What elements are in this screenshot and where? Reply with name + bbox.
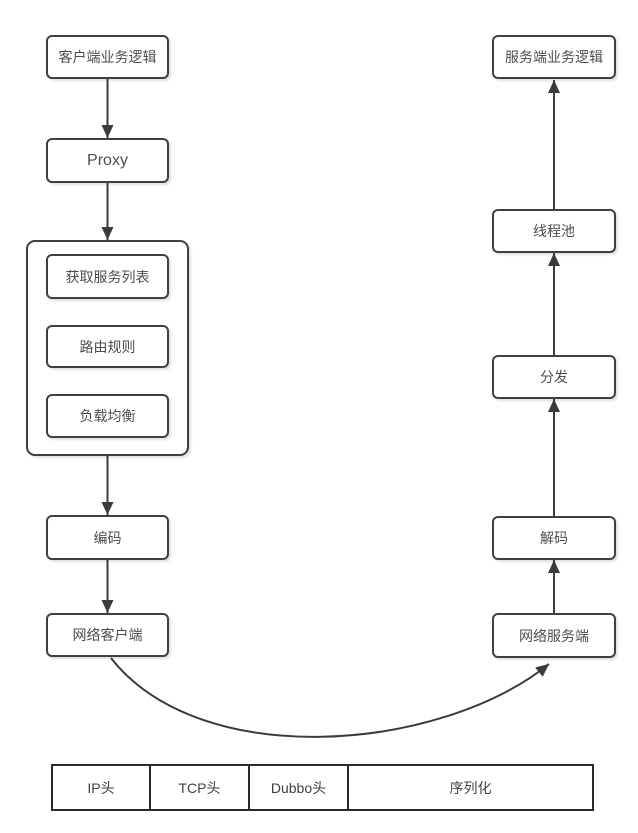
packet-cell-dubbo-header: Dubbo头 [250,766,349,809]
packet-cell-serialization: 序列化 [449,779,492,796]
packet-table: IP头 TCP头 Dubbo头 序列化 [51,764,594,811]
node-load-balance: 负载均衡 [46,394,169,438]
node-server-business-logic: 服务端业务逻辑 [492,35,616,79]
node-routing-rules: 路由规则 [46,325,169,368]
node-client-business-logic: 客户端业务逻辑 [46,35,169,79]
packet-cell-ip-header: IP头 [53,766,151,809]
node-thread-pool: 线程池 [492,209,616,253]
node-dispatch: 分发 [492,355,616,399]
node-proxy: Proxy [46,138,169,183]
node-network-server: 网络服务端 [492,613,616,658]
node-encode: 编码 [46,515,169,560]
node-decode: 解码 [492,516,616,560]
arrow-network-client-to-network-server [110,657,550,738]
node-get-service-list: 获取服务列表 [46,254,169,299]
packet-cell-tcp-header: TCP头 [151,766,250,809]
node-network-client: 网络客户端 [46,613,169,657]
